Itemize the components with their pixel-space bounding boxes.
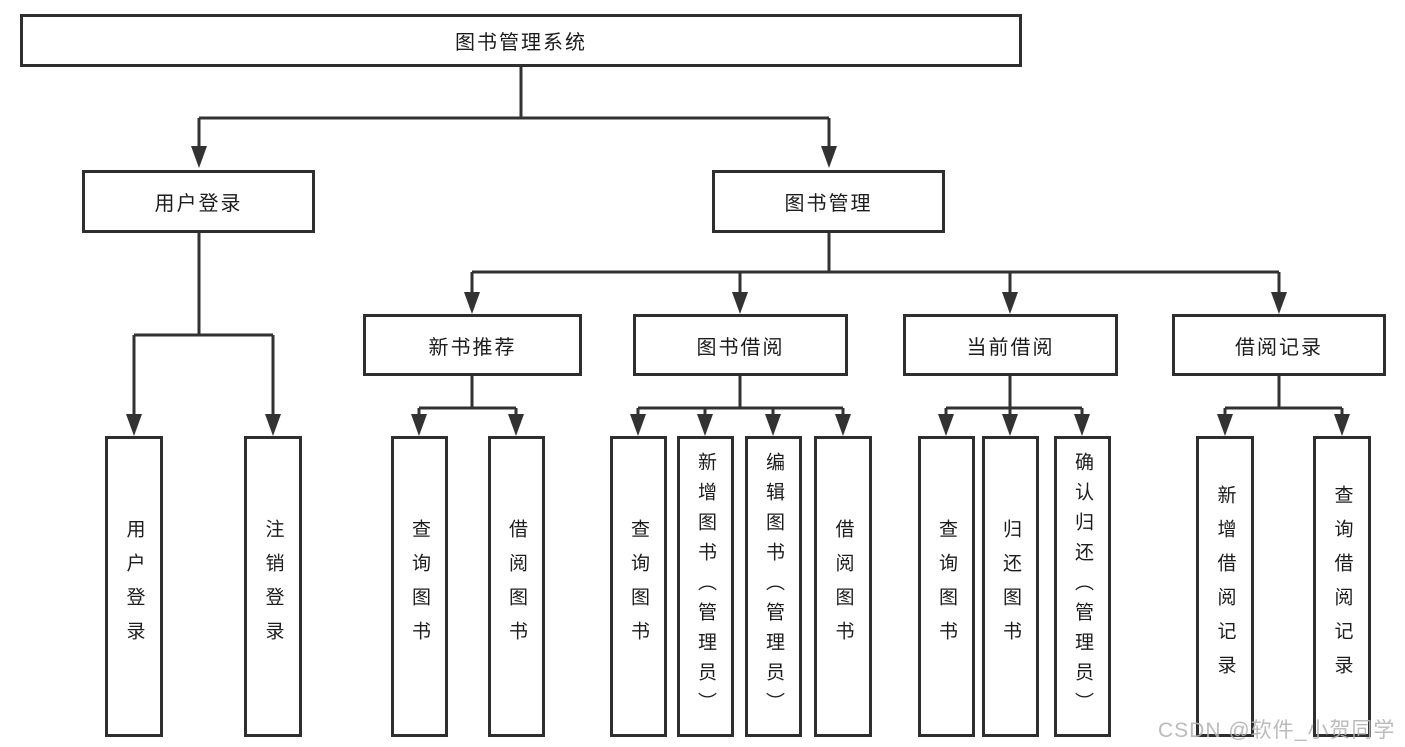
leaf-edit-books-admin: 编辑图书（管理员） [745,436,802,737]
leaf-query-books-borrow: 查询图书 [610,436,667,737]
leaf-borrow-books: 借阅图书 [814,436,872,737]
leaf-user-login: 用户登录 [105,436,163,737]
node-book-borrow: 图书借阅 [633,314,848,376]
node-current-borrow: 当前借阅 [903,314,1118,376]
node-user-login: 用户登录 [82,170,315,233]
leaf-confirm-return-admin: 确认归还（管理员） [1054,436,1111,737]
connector-root [191,67,837,168]
leaf-query-books-recommend-label: 查询图书 [409,518,430,655]
leaf-user-login-label: 用户登录 [123,518,145,655]
node-borrow-records: 借阅记录 [1172,314,1386,376]
leaf-borrow-books-recommend-label: 借阅图书 [506,518,527,655]
connector-current-borrow [938,376,1090,436]
leaf-query-books-borrow-label: 查询图书 [628,518,649,655]
leaf-logout-label: 注销登录 [262,518,284,655]
leaf-query-borrow-record-label: 查询借阅记录 [1331,484,1353,689]
leaf-query-books-current-label: 查询图书 [936,518,957,655]
leaf-query-books-current: 查询图书 [918,436,975,737]
node-new-book-recommend: 新书推荐 [363,314,582,376]
leaf-add-borrow-record-label: 新增借阅记录 [1214,484,1236,689]
leaf-edit-books-admin-label: 编辑图书（管理员） [763,451,784,722]
leaf-borrow-books-label: 借阅图书 [832,518,854,655]
leaf-logout: 注销登录 [244,436,302,737]
connector-new-book-recommend [411,376,524,436]
watermark: CSDN @软件_小贺同学 [1158,719,1396,742]
leaf-query-books-recommend: 查询图书 [391,436,448,737]
connector-book-borrow [630,376,851,436]
leaf-borrow-books-recommend: 借阅图书 [488,436,545,737]
leaf-return-books-label: 归还图书 [1000,518,1021,655]
node-book-management: 图书管理 [712,170,945,233]
leaf-add-borrow-record: 新增借阅记录 [1196,436,1254,737]
connector-borrow-records [1217,376,1350,436]
leaf-confirm-return-admin-label: 确认归还（管理员） [1072,451,1093,722]
leaf-add-books-admin: 新增图书（管理员） [677,436,734,737]
node-root: 图书管理系统 [20,14,1022,67]
leaf-add-books-admin-label: 新增图书（管理员） [695,451,716,722]
leaf-return-books: 归还图书 [982,436,1039,737]
connector-user-login [126,233,281,436]
leaf-query-borrow-record: 查询借阅记录 [1313,436,1371,737]
connector-book-management [464,233,1287,314]
